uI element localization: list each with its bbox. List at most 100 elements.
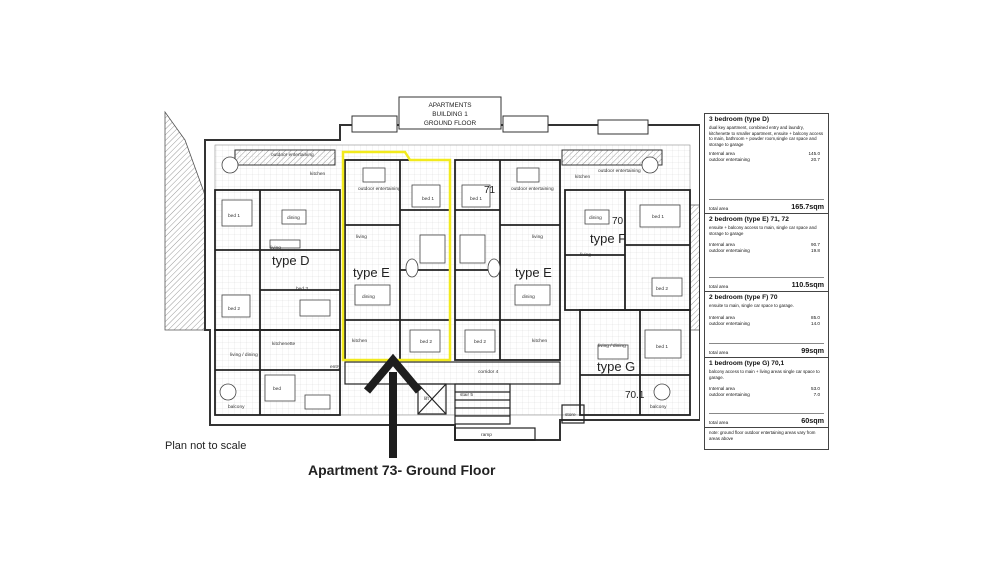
unit-number-70: 70: [612, 216, 624, 227]
label-type-e-right: type E: [515, 265, 552, 280]
label-type-d: type D: [272, 253, 310, 268]
plan-title-block: APARTMENTS BUILDING 1 GROUND FLOOR: [398, 96, 502, 130]
room-outdoor-e-right: outdoor entertaining: [511, 186, 554, 192]
legend-type-g-heading: 1 bedroom (type G) 70,1: [709, 360, 785, 367]
unit-type-labels: type D type E type E type F type G 71 70…: [272, 185, 645, 401]
legend-type-g-internal: 53.0: [811, 386, 820, 392]
apartment-pointer-arrow: [363, 353, 423, 458]
room-outdoor-right: outdoor entertaining: [598, 168, 641, 174]
room-dining-d: dining: [287, 215, 300, 221]
room-kitchen-f: kitchen: [575, 174, 591, 180]
room-labels: outdoor entertaining outdoor entertainin…: [228, 152, 668, 438]
room-bed1-f: bed 1: [652, 214, 664, 220]
legend-type-e-desc: ensuite + balcony access to main, single…: [709, 225, 817, 236]
room-living-d: living: [270, 245, 281, 251]
apartment-caption: Apartment 73- Ground Floor: [308, 462, 496, 478]
label-type-g: type G: [597, 359, 635, 374]
legend-type-g-desc: balcony access to main + living areas si…: [709, 369, 820, 380]
room-bed1-g: bed 1: [656, 344, 668, 350]
legend-type-g-outdoor: 7.0: [813, 392, 820, 398]
room-kitchen-e-right: kitchen: [532, 338, 548, 344]
legend-section-type-f: 2 bedroom (type F) 70 ensuite to main, s…: [705, 292, 828, 358]
legend-note: note: ground floor outdoor entertaining …: [709, 430, 816, 441]
room-kitchenette: kitchenette: [272, 341, 296, 347]
legend-type-f-desc: ensuite to main, single car space to gar…: [709, 303, 794, 308]
legend-type-d-outdoor-label: outdoor entertaining: [709, 157, 750, 163]
legend-type-g-internal-label: Internal area: [709, 386, 735, 392]
room-bed-d: bed: [273, 386, 281, 392]
legend-type-d-total-label: total area: [709, 206, 729, 211]
room-dining-e-right: dining: [522, 294, 535, 300]
plan-title-line1: APARTMENTS: [428, 102, 471, 109]
legend-type-d-heading: 3 bedroom (type D): [709, 116, 770, 123]
legend-type-e-internal-label: Internal area: [709, 242, 735, 248]
plan-title-line3: GROUND FLOOR: [424, 120, 477, 127]
legend-type-d-internal-label: Internal area: [709, 151, 735, 157]
room-corridor: corridor 4: [478, 369, 499, 375]
legend-type-d-total: 165.7sqm: [791, 202, 824, 211]
legend-type-g-total-label: total area: [709, 420, 729, 425]
unit-number-70-1: 70.1: [625, 390, 645, 401]
room-dining-f: dining: [589, 215, 602, 221]
unit-type-f-g-walls: [564, 189, 691, 416]
legend-type-f-internal: 85.0: [811, 314, 820, 320]
room-living-f: living: [580, 252, 591, 258]
room-bed2-e-left: bed 2: [420, 339, 432, 345]
room-ramp: ramp: [481, 432, 492, 438]
terrace-right: [689, 204, 700, 331]
label-type-f: type F: [590, 231, 626, 246]
legend-type-g-total: 60sqm: [801, 416, 824, 425]
unit-number-71: 71: [484, 185, 496, 196]
legend-type-e-internal: 90.7: [811, 242, 820, 248]
floor-plan: APARTMENTS BUILDING 1 GROUND FLOOR type …: [164, 96, 700, 458]
room-outdoor-e-left: outdoor entertaining: [358, 186, 401, 192]
room-living-e-left: living: [356, 234, 367, 240]
plan-scale-note: Plan not to scale: [165, 440, 247, 452]
room-bed3-d: bed 3: [296, 286, 308, 292]
legend-type-d-outdoor: 20.7: [811, 157, 820, 163]
legend-type-e-outdoor: 19.8: [811, 248, 820, 254]
room-bed1-e-right: bed 1: [470, 196, 482, 202]
top-balconies: [234, 115, 663, 166]
room-bed1-e-left: bed 1: [422, 196, 434, 202]
room-living-dining-d: living / dining: [230, 352, 258, 358]
legend-section-type-g: 1 bedroom (type G) 70,1 balcony access t…: [705, 358, 828, 428]
label-type-e-left: type E: [353, 265, 390, 280]
room-bed2-f: bed 2: [656, 286, 668, 292]
legend-type-f-total-label: total area: [709, 350, 729, 355]
room-bed1-d: bed 1: [228, 213, 240, 219]
room-living-dining-g: living / dining: [598, 343, 626, 349]
legend-type-f-internal-label: Internal area: [709, 314, 735, 320]
terrace-left: [164, 110, 206, 331]
furniture: [219, 156, 683, 402]
room-balcony-d: balcony: [228, 404, 245, 410]
legend-type-f-heading: 2 bedroom (type F) 70: [709, 294, 778, 301]
legend-type-f-outdoor: 14.0: [811, 320, 820, 326]
room-outdoor-left: outdoor entertaining: [271, 152, 314, 158]
room-lift: lift: [424, 396, 429, 402]
area-legend: 3 bedroom (type D) dual key apartment, c…: [704, 113, 829, 450]
room-dining-e-left: dining: [362, 294, 375, 300]
room-living-e-right: living: [532, 234, 543, 240]
legend-section-type-d: 3 bedroom (type D) dual key apartment, c…: [705, 114, 828, 214]
room-balcony-g: balcony: [650, 404, 667, 410]
legend-type-g-outdoor-label: outdoor entertaining: [709, 392, 750, 398]
room-kitchen-d: kitchen: [310, 171, 326, 177]
legend-type-d-internal: 145.0: [808, 151, 821, 157]
room-bed2-e-right: bed 2: [474, 339, 486, 345]
room-kitchen-e-left: kitchen: [352, 338, 368, 344]
legend-type-e-outdoor-label: outdoor entertaining: [709, 248, 750, 254]
legend-section-type-e: 2 bedroom (type E) 71, 72 ensuite + balc…: [705, 214, 828, 292]
unit-type-e-right-walls: [454, 159, 561, 361]
unit-type-d-walls: [214, 189, 341, 416]
circulation-core: [344, 361, 585, 441]
room-bed2-d: bed 2: [228, 306, 240, 312]
legend-type-f-total: 99sqm: [801, 346, 824, 355]
legend-type-e-heading: 2 bedroom (type E) 71, 72: [709, 216, 789, 223]
legend-type-e-total-label: total area: [709, 284, 729, 289]
apartment-73-highlight: [341, 150, 452, 362]
room-entry: entry: [330, 364, 341, 370]
plan-title-line2: BUILDING 1: [432, 111, 468, 118]
room-stair: stair 5: [460, 392, 473, 398]
room-store: store: [565, 412, 576, 418]
